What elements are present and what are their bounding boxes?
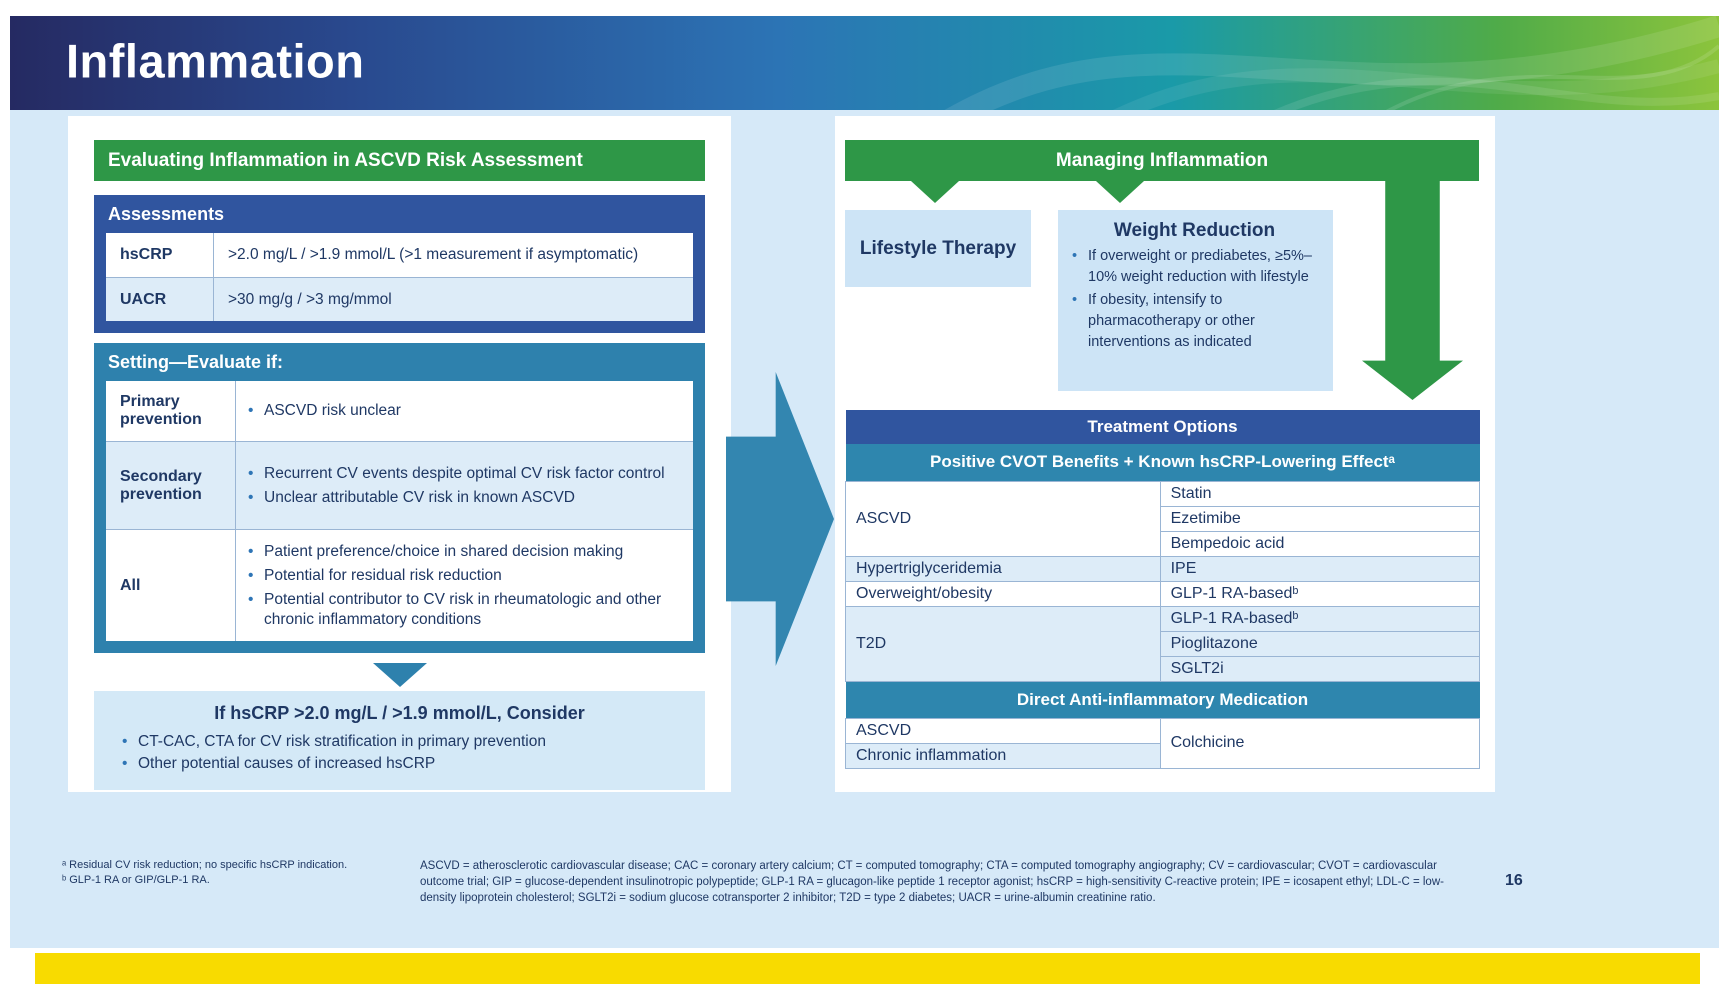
weight-reduction-bullets: If overweight or prediabetes, ≥5%–10% we… (1064, 246, 1325, 353)
page-title: Inflammation (66, 34, 365, 88)
therapy-cell: Colchicine (1159, 717, 1481, 769)
condition-cell: ASCVD (845, 717, 1161, 744)
table-row: All Patient preference/choice in shared … (106, 529, 693, 641)
therapy-cell: GLP-1 RA-basedᵇ (1159, 580, 1481, 607)
assessments-panel: Assessments hsCRP >2.0 mg/L / >1.9 mmol/… (94, 195, 705, 333)
setting-table: Primary prevention ASCVD risk unclear Se… (106, 381, 693, 641)
managing-panel: Managing Inflammation Lifestyle Therapy … (835, 116, 1495, 792)
bullet-item: Potential for residual risk reduction (240, 566, 683, 586)
assessments-table: hsCRP >2.0 mg/L / >1.9 mmol/L (>1 measur… (106, 233, 693, 321)
abbreviations: ASCVD = atherosclerotic cardiovascular d… (420, 860, 1444, 904)
row-value: >30 mg/g / >3 mg/mmol (228, 290, 392, 308)
treatment-options-header: Treatment Options (845, 410, 1480, 444)
consider-bullets: CT-CAC, CTA for CV risk stratification i… (114, 732, 685, 774)
treatment-options-table: Treatment Options Positive CVOT Benefits… (845, 410, 1481, 769)
table-row: hsCRP >2.0 mg/L / >1.9 mmol/L (>1 measur… (106, 233, 693, 277)
row-label: UACR (106, 278, 214, 321)
arrow-down-icon (1362, 181, 1463, 400)
bullet-item: Potential contributor to CV risk in rheu… (240, 590, 683, 630)
anti-inflammatory-section-header: Direct Anti-inflammatory Medication (845, 681, 1480, 718)
bullet-item: If obesity, intensify to pharmacotherapy… (1064, 290, 1325, 353)
condition-cell: T2D (845, 605, 1161, 682)
row-label: Primary prevention (106, 381, 236, 441)
therapy-cell: SGLT2i (1159, 655, 1481, 682)
row-label: hsCRP (106, 233, 214, 277)
therapy-cell: Statin (1159, 480, 1481, 507)
evaluating-header: Evaluating Inflammation in ASCVD Risk As… (94, 140, 705, 181)
therapy-cell: GLP-1 RA-basedᵇ (1159, 605, 1481, 632)
bullet-item: CT-CAC, CTA for CV risk stratification i… (114, 732, 685, 752)
consider-box: If hsCRP >2.0 mg/L / >1.9 mmol/L, Consid… (94, 691, 705, 790)
bullet-item: Patient preference/choice in shared deci… (240, 542, 683, 562)
row-bullets: ASCVD risk unclear (236, 381, 693, 441)
condition-cell: ASCVD (845, 480, 1161, 557)
lifestyle-therapy-box: Lifestyle Therapy (845, 210, 1031, 287)
table-row: Primary prevention ASCVD risk unclear (106, 381, 693, 441)
managing-header: Managing Inflammation (845, 140, 1479, 181)
bullet-item: Recurrent CV events despite optimal CV r… (240, 464, 683, 484)
therapy-cell: Pioglitazone (1159, 630, 1481, 657)
assessments-title: Assessments (108, 204, 225, 224)
condition-cell: Overweight/obesity (845, 580, 1161, 607)
banner-wave-decoration (944, 16, 1719, 110)
evaluating-panel: Evaluating Inflammation in ASCVD Risk As… (68, 116, 731, 792)
table-row: Secondary prevention Recurrent CV events… (106, 441, 693, 529)
arrow-down-icon (911, 181, 959, 203)
therapy-cell: IPE (1159, 555, 1481, 582)
row-label: All (106, 530, 236, 641)
bullet-item: If overweight or prediabetes, ≥5%–10% we… (1064, 246, 1325, 288)
row-value: >2.0 mg/L / >1.9 mmol/L (>1 measurement … (228, 246, 639, 263)
table-row: UACR >30 mg/g / >3 mg/mmol (106, 277, 693, 321)
footnote-b: ᵇ GLP-1 RA or GIP/GLP-1 RA. (62, 874, 210, 886)
therapy-cell: Ezetimibe (1159, 505, 1481, 532)
arrow-down-icon (1096, 181, 1144, 203)
page-number: 16 (1505, 872, 1523, 889)
bullet-item: ASCVD risk unclear (240, 401, 683, 421)
condition-cell: Hypertriglyceridemia (845, 555, 1161, 582)
title-banner: Inflammation (10, 16, 1719, 110)
footnote-a: ᵃ Residual CV risk reduction; no specifi… (62, 859, 348, 871)
bullet-item: Other potential causes of increased hsCR… (114, 754, 685, 774)
weight-reduction-box: Weight Reduction If overweight or predia… (1058, 210, 1333, 391)
row-label: Secondary prevention (106, 442, 236, 529)
row-bullets: Patient preference/choice in shared deci… (236, 530, 693, 641)
weight-reduction-title: Weight Reduction (1113, 220, 1276, 241)
footnotes: ᵃ Residual CV risk reduction; no specifi… (62, 858, 347, 888)
row-bullets: Recurrent CV events despite optimal CV r… (236, 442, 693, 529)
arrow-down-icon (372, 663, 427, 687)
setting-title: Setting—Evaluate if: (108, 352, 284, 372)
condition-cell: Chronic inflammation (845, 742, 1161, 769)
bottom-accent-bar (35, 953, 1700, 984)
consider-title: If hsCRP >2.0 mg/L / >1.9 mmol/L, Consid… (214, 703, 585, 723)
setting-panel: Setting—Evaluate if: Primary prevention … (94, 343, 705, 653)
cvot-section-header: Positive CVOT Benefits + Known hsCRP-Low… (845, 444, 1480, 481)
therapy-cell: Bempedoic acid (1159, 530, 1481, 557)
bullet-item: Unclear attributable CV risk in known AS… (240, 488, 683, 508)
